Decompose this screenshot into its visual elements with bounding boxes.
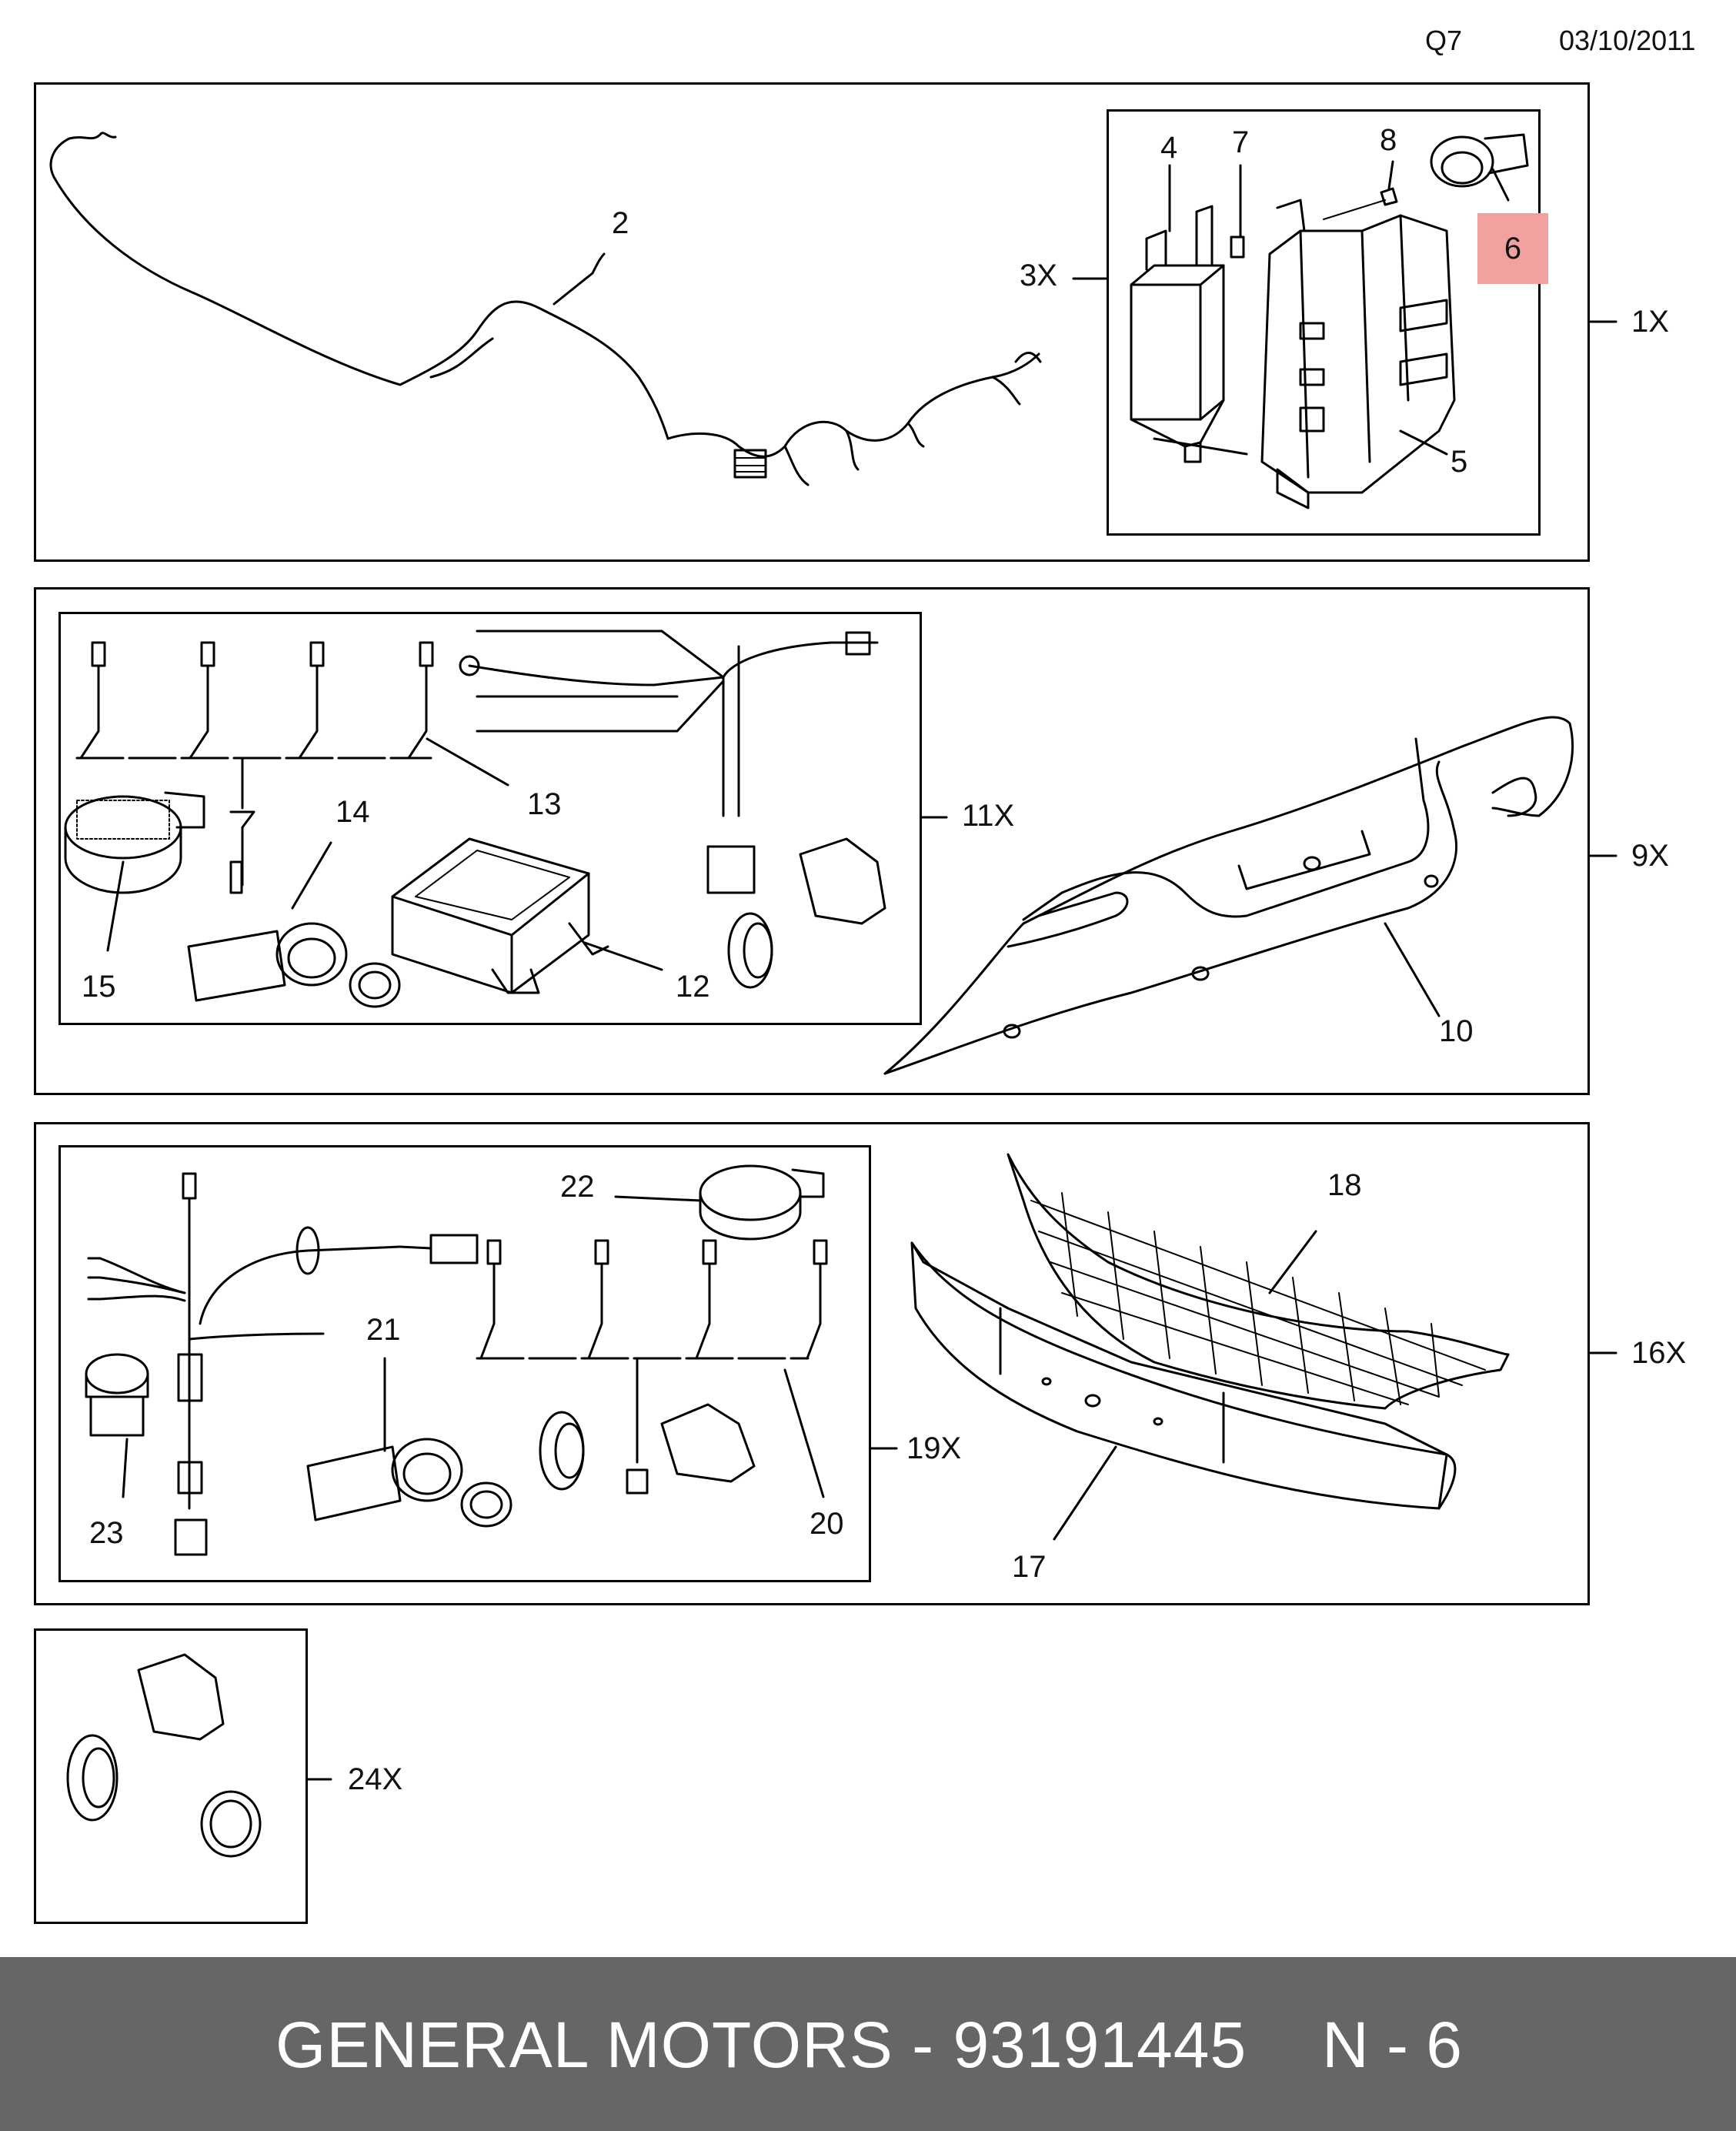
- callout-17: 17: [1012, 1550, 1047, 1584]
- callout-9x: 9X: [1631, 839, 1669, 873]
- callout-3x: 3X: [1020, 259, 1057, 292]
- page-indicator: N - 6: [1322, 2009, 1463, 2081]
- callout-16x: 16X: [1631, 1336, 1687, 1370]
- callout-20: 20: [810, 1507, 844, 1541]
- callout-2: 2: [612, 206, 629, 240]
- callout-1x: 1X: [1631, 305, 1669, 339]
- panel-1x: [34, 82, 1590, 562]
- sheet-date: 03/10/2011: [1559, 25, 1696, 56]
- callout-13: 13: [527, 787, 562, 821]
- callout-19x: 19X: [906, 1431, 962, 1465]
- footer-bar: GENERAL MOTORS - 93191445 N - 6: [0, 1957, 1736, 2131]
- callout-11x: 11X: [962, 799, 1015, 833]
- panel-24x: [34, 1628, 308, 1924]
- subpanel-19x: [58, 1145, 871, 1582]
- callout-23: 23: [89, 1516, 124, 1550]
- callout-5: 5: [1451, 445, 1468, 479]
- callout-14: 14: [336, 795, 370, 829]
- brand-part-number: GENERAL MOTORS - 93191445: [275, 2009, 1247, 2081]
- callout-12: 12: [676, 970, 710, 1004]
- highlighted-part-6: 6: [1477, 213, 1548, 284]
- callout-4: 4: [1160, 131, 1178, 165]
- callout-21: 21: [366, 1313, 401, 1347]
- callout-8: 8: [1380, 123, 1397, 157]
- panel-16x: [34, 1122, 1590, 1605]
- callout-22: 22: [560, 1170, 595, 1204]
- callout-18: 18: [1327, 1168, 1362, 1202]
- subpanel-3x: [1107, 109, 1541, 536]
- panel-9x: [34, 587, 1590, 1095]
- callout-24x: 24X: [348, 1762, 403, 1796]
- subpanel-11x: [58, 612, 922, 1025]
- callout-15: 15: [82, 970, 116, 1004]
- sheet-code: Q7: [1425, 25, 1463, 56]
- callout-6: 6: [1504, 231, 1522, 266]
- callout-10: 10: [1439, 1014, 1474, 1048]
- callout-7: 7: [1232, 125, 1250, 159]
